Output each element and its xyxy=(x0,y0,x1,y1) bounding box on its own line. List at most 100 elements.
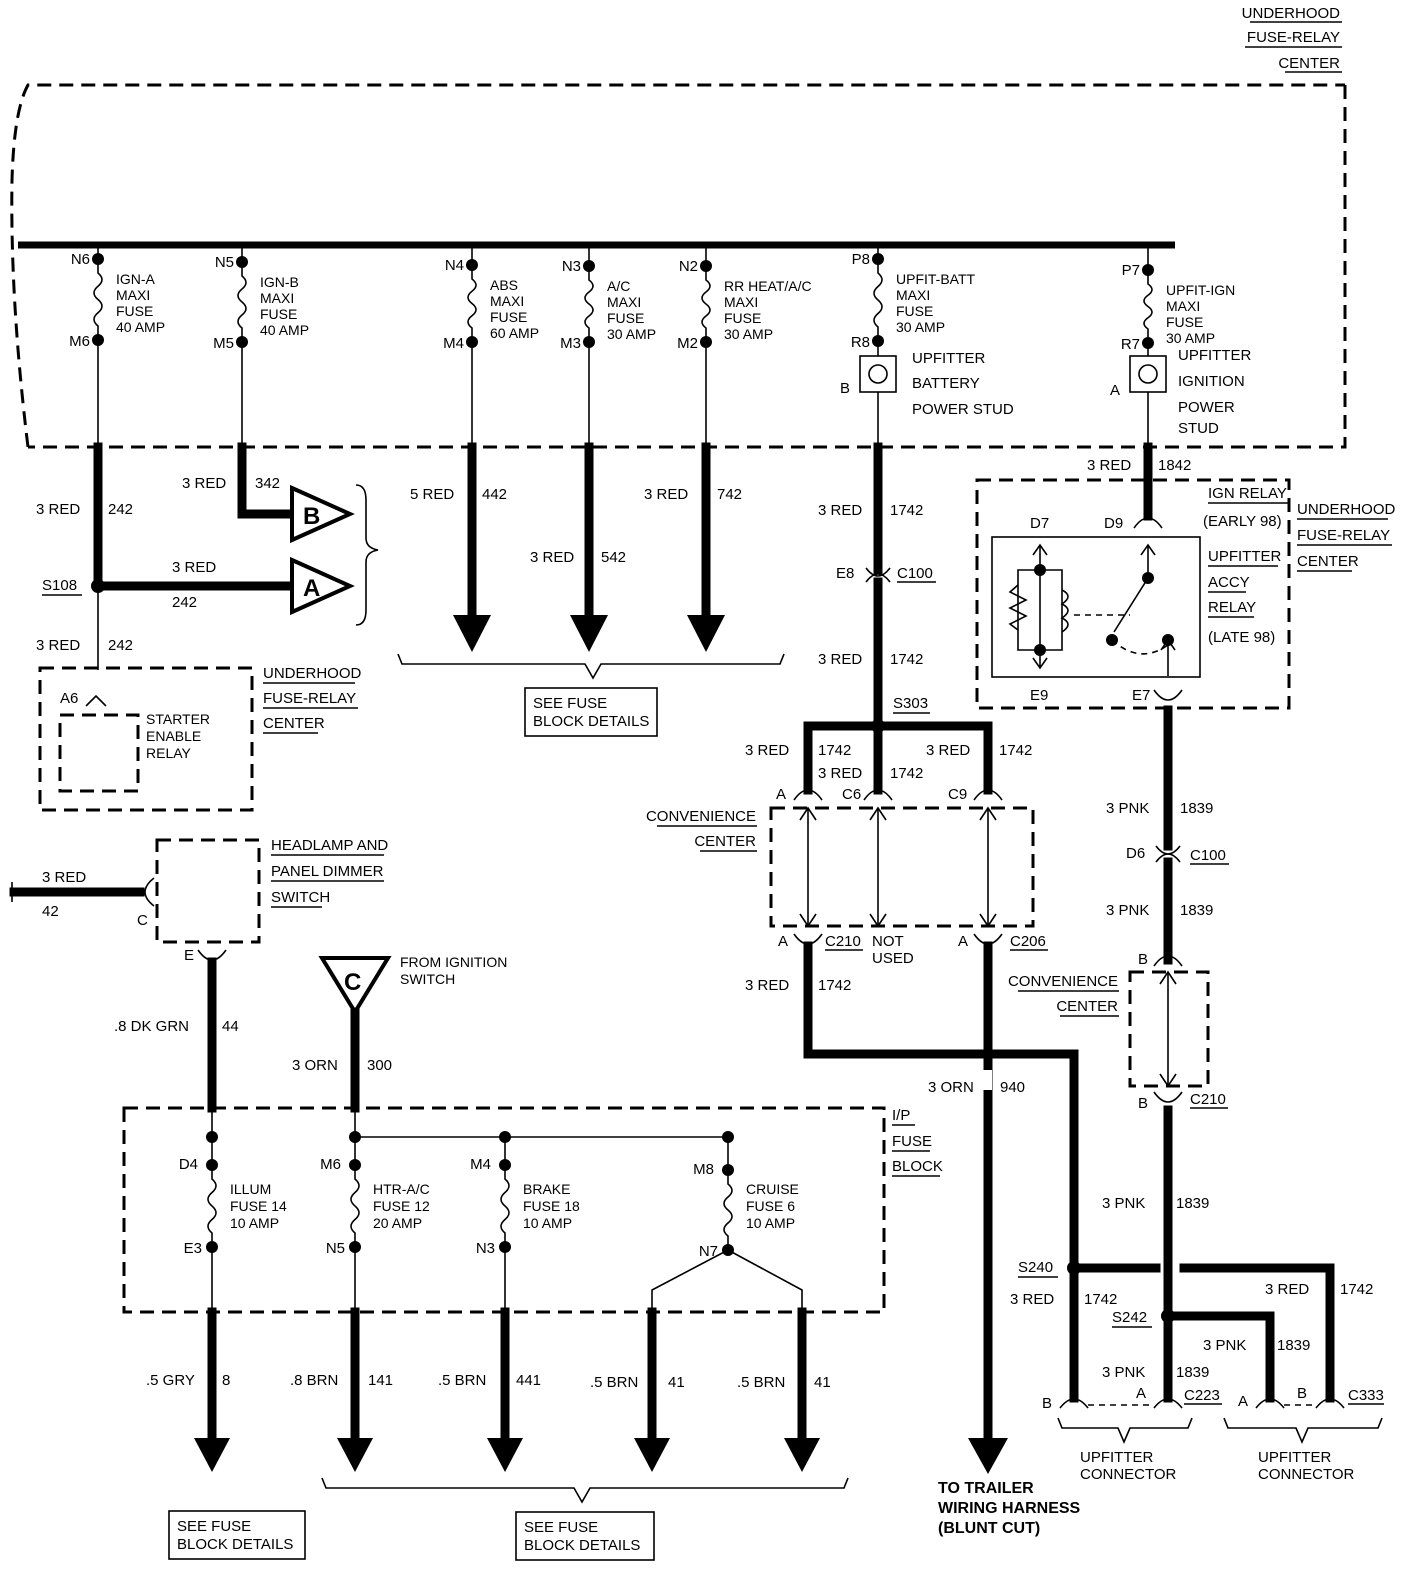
underhood-center-outline xyxy=(10,83,1347,449)
conn-b3: B xyxy=(1042,1395,1052,1412)
wire-300-circuit: 300 xyxy=(367,1057,392,1074)
wire-1842-gauge: 3 RED xyxy=(1087,457,1131,474)
wire-242a-gauge: 3 RED xyxy=(36,501,80,518)
from-ign-l2: SWITCH xyxy=(400,971,455,987)
circuit-1742-group: 3 RED 1742 E8 C100 3 RED 1742 S303 3 RED… xyxy=(646,442,1081,1537)
ip-fuse-label: FUSE 18 xyxy=(523,1198,580,1214)
stud-ign-l3: POWER xyxy=(1178,399,1235,416)
not-used-l2: USED xyxy=(872,950,914,967)
splice-s108: S108 xyxy=(42,577,77,594)
wire-1839e-gauge: 3 PNK xyxy=(1102,1364,1145,1381)
upfit-conn-1-l1: UPFITTER xyxy=(1080,1449,1153,1466)
maxi-fuse-in-pin: N4 xyxy=(445,257,464,274)
maxi-fuse-in-pin: N3 xyxy=(562,258,581,275)
conn-a4: A xyxy=(1136,1385,1146,1402)
relay-center-l3: CENTER xyxy=(1297,553,1359,570)
starter-enable-relay: A6 STARTER ENABLE RELAY UNDERHOOD FUSE-R… xyxy=(38,665,362,812)
wire-44-gauge: .8 DK GRN xyxy=(114,1018,189,1035)
maxi-fuse-label: IGN-A xyxy=(116,271,156,287)
maxi-fuse-out-pin: M3 xyxy=(560,335,581,352)
circuit-242-group: S108 3 RED 242 3 RED 242 3 RED 242 3 RED… xyxy=(36,442,297,670)
conn-c6: C6 xyxy=(842,786,861,803)
maxi-fuse-out-pin: M4 xyxy=(443,335,464,352)
stud-batt-l1: UPFITTER xyxy=(912,350,985,367)
starter-l3: RELAY xyxy=(146,745,192,761)
see-fuse-3-l2: BLOCK DETAILS xyxy=(524,1537,640,1554)
maxi-fuse-label: 30 AMP xyxy=(607,326,656,342)
conn-c223: C223 xyxy=(1184,1387,1220,1404)
wire-8-gauge: .5 GRY xyxy=(146,1372,195,1389)
wire-441-gauge: .5 BRN xyxy=(438,1372,486,1389)
brace-ab xyxy=(355,484,379,626)
maxi-fuse-label: A/C xyxy=(607,278,630,294)
conn-b1: B xyxy=(1138,951,1148,968)
wire-1742d-circuit: 1742 xyxy=(890,765,923,782)
conv2-l1: CONVENIENCE xyxy=(1008,973,1118,990)
ip-outputs: .5 GRY 8 .8 BRN 141 .5 BRN 441 .5 BRN 41… xyxy=(146,1307,849,1561)
see-fuse-3-l1: SEE FUSE xyxy=(524,1519,598,1536)
stud-batt-l3: POWER STUD xyxy=(912,401,1014,418)
conn-a: A xyxy=(776,786,786,803)
conn-c333: C333 xyxy=(1348,1387,1384,1404)
conv1-l1: CONVENIENCE xyxy=(646,808,756,825)
wire-1742e-gauge: 3 RED xyxy=(926,742,970,759)
wire-1839a-circuit: 1839 xyxy=(1180,800,1213,817)
wire-940-circuit: 940 xyxy=(1000,1079,1025,1096)
ip-fuse-out-pin: E3 xyxy=(184,1240,202,1257)
wire-1742c-gauge: 3 RED xyxy=(745,742,789,759)
ip-fuse-label: 10 AMP xyxy=(230,1215,279,1231)
conn-b4: B xyxy=(1297,1385,1307,1402)
conv1-l2: CENTER xyxy=(694,833,756,850)
wire-41b-gauge: .5 BRN xyxy=(737,1374,785,1391)
wire-1839d-circuit: 1839 xyxy=(1277,1337,1310,1354)
ip-l3: BLOCK xyxy=(892,1158,943,1175)
ip-fuse-label: FUSE 12 xyxy=(373,1198,430,1214)
starter-l2: ENABLE xyxy=(146,728,201,744)
maxi-fuse-in-pin: P8 xyxy=(852,251,870,268)
upfit-conn-1-l2: CONNECTOR xyxy=(1080,1466,1177,1483)
header-line-3: CENTER xyxy=(1278,55,1340,72)
conn-c9: C9 xyxy=(948,786,967,803)
wire-442-gauge: 5 RED xyxy=(410,486,454,503)
ip-fuse-in-pin: D4 xyxy=(179,1156,198,1173)
relay-d9: D9 xyxy=(1104,515,1123,532)
relay-center-l2: FUSE-RELAY xyxy=(1297,527,1390,544)
wire-1742c-circuit: 1742 xyxy=(818,742,851,759)
ip-fuse-label: 10 AMP xyxy=(523,1215,572,1231)
offpage-c: C FROM IGNITION SWITCH 3 ORN 300 xyxy=(292,954,507,1113)
trailer-l2: WIRING HARNESS xyxy=(938,1500,1081,1517)
offpage-c-letter: C xyxy=(344,969,361,996)
wire-44-circuit: 44 xyxy=(222,1018,239,1035)
maxi-fuse-in-pin: P7 xyxy=(1122,262,1140,279)
wire-1839e-circuit: 1839 xyxy=(1176,1364,1209,1381)
ip-fuse-label: 20 AMP xyxy=(373,1215,422,1231)
relay-l6: (LATE 98) xyxy=(1208,629,1275,646)
maxi-fuse-label: MAXI xyxy=(607,294,641,310)
maxi-fuse-in-pin: N2 xyxy=(679,258,698,275)
wire-342-gauge: 3 RED xyxy=(182,475,226,492)
conn-c100b: C100 xyxy=(1190,847,1226,864)
wire-1842-circuit: 1842 xyxy=(1158,457,1191,474)
maxi-fuse-label: 40 AMP xyxy=(260,322,309,338)
splice-s240: S240 xyxy=(1018,1259,1053,1276)
stud-ign-l1: UPFITTER xyxy=(1178,347,1251,364)
maxi-fuse-label: ABS xyxy=(490,277,518,293)
circuit-1839-group: 3 RED 1842 D7 D9 E9 E7 IGN REL xyxy=(975,442,1396,1483)
relay-d7: D7 xyxy=(1030,515,1049,532)
ip-l2: FUSE xyxy=(892,1133,932,1150)
wire-1839d-gauge: 3 PNK xyxy=(1203,1337,1246,1354)
ip-fuse-label: 10 AMP xyxy=(746,1215,795,1231)
wire-940-gauge: 3 ORN xyxy=(928,1079,974,1096)
splice-s242: S242 xyxy=(1112,1309,1147,1326)
wire-1742a-gauge: 3 RED xyxy=(818,502,862,519)
conn-c210b: C210 xyxy=(1190,1091,1226,1108)
maxi-fuse-label: FUSE xyxy=(724,310,761,326)
maxi-fuse-out-pin: M5 xyxy=(213,335,234,352)
upfitter-ignition-stud: A UPFITTER IGNITION POWER STUD xyxy=(1110,347,1251,437)
